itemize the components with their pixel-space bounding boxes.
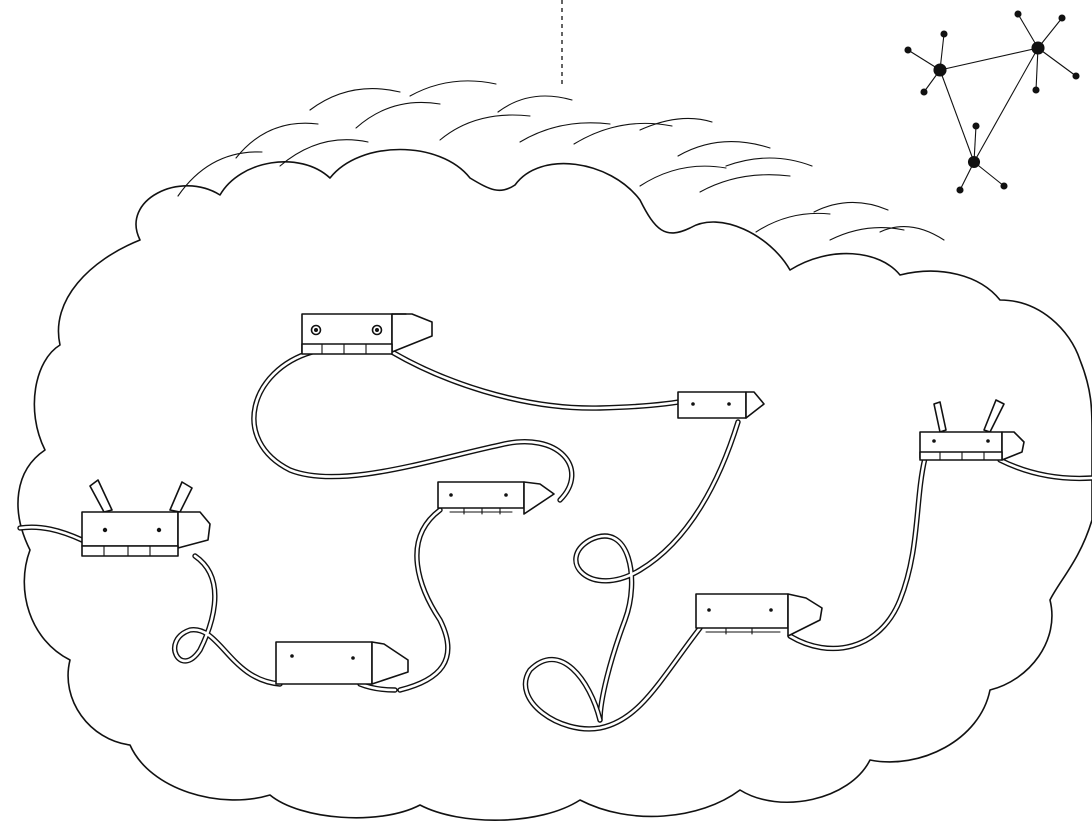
device-d (276, 642, 408, 684)
network-graph-icon (905, 11, 1079, 193)
device-g (920, 400, 1024, 460)
device-f (696, 594, 822, 636)
hub-device (302, 314, 432, 354)
cloud-texture-arcs (178, 81, 944, 240)
device-c (438, 482, 554, 514)
device-b (678, 392, 764, 418)
device-a (82, 480, 210, 556)
